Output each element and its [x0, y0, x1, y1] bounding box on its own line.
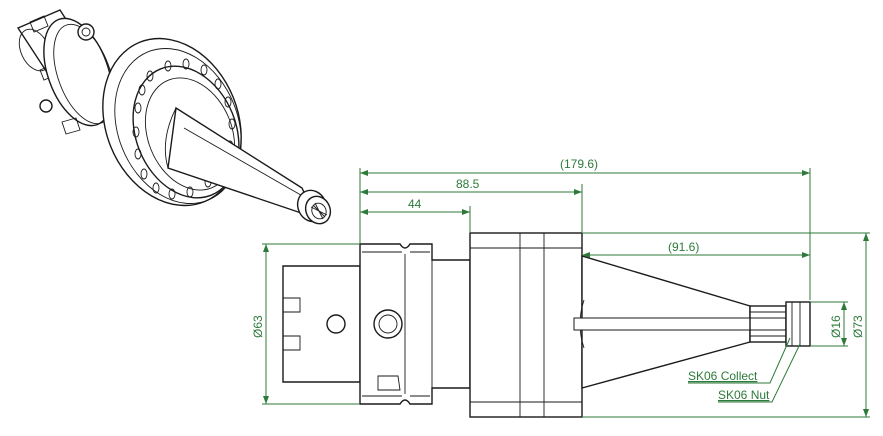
flange-profile	[469, 232, 583, 418]
shank-profile	[282, 265, 361, 383]
dim-flange-diameter: Ø73	[851, 315, 865, 338]
isometric-view	[16, 9, 332, 225]
collet-nut-profile	[749, 301, 811, 347]
gripper-profile	[359, 243, 471, 405]
taper-section	[573, 255, 753, 389]
section-view	[282, 232, 811, 418]
dim-overall-length: (179.6)	[560, 157, 598, 171]
callout-collect: SK06 Collect	[688, 369, 758, 383]
dim-flange-face: 88.5	[456, 177, 480, 191]
iso-flange	[102, 37, 242, 207]
iso-grip	[39, 17, 115, 135]
dimension-lines	[262, 168, 870, 418]
dim-taper-length: 44	[408, 197, 422, 211]
dim-taper-diameter: Ø63	[251, 315, 265, 338]
dim-nose-length: (91.6)	[668, 240, 699, 254]
iso-collet-nut	[296, 189, 332, 225]
dim-nose-diameter: Ø16	[829, 315, 843, 338]
callout-nut: SK06 Nut	[718, 388, 770, 402]
